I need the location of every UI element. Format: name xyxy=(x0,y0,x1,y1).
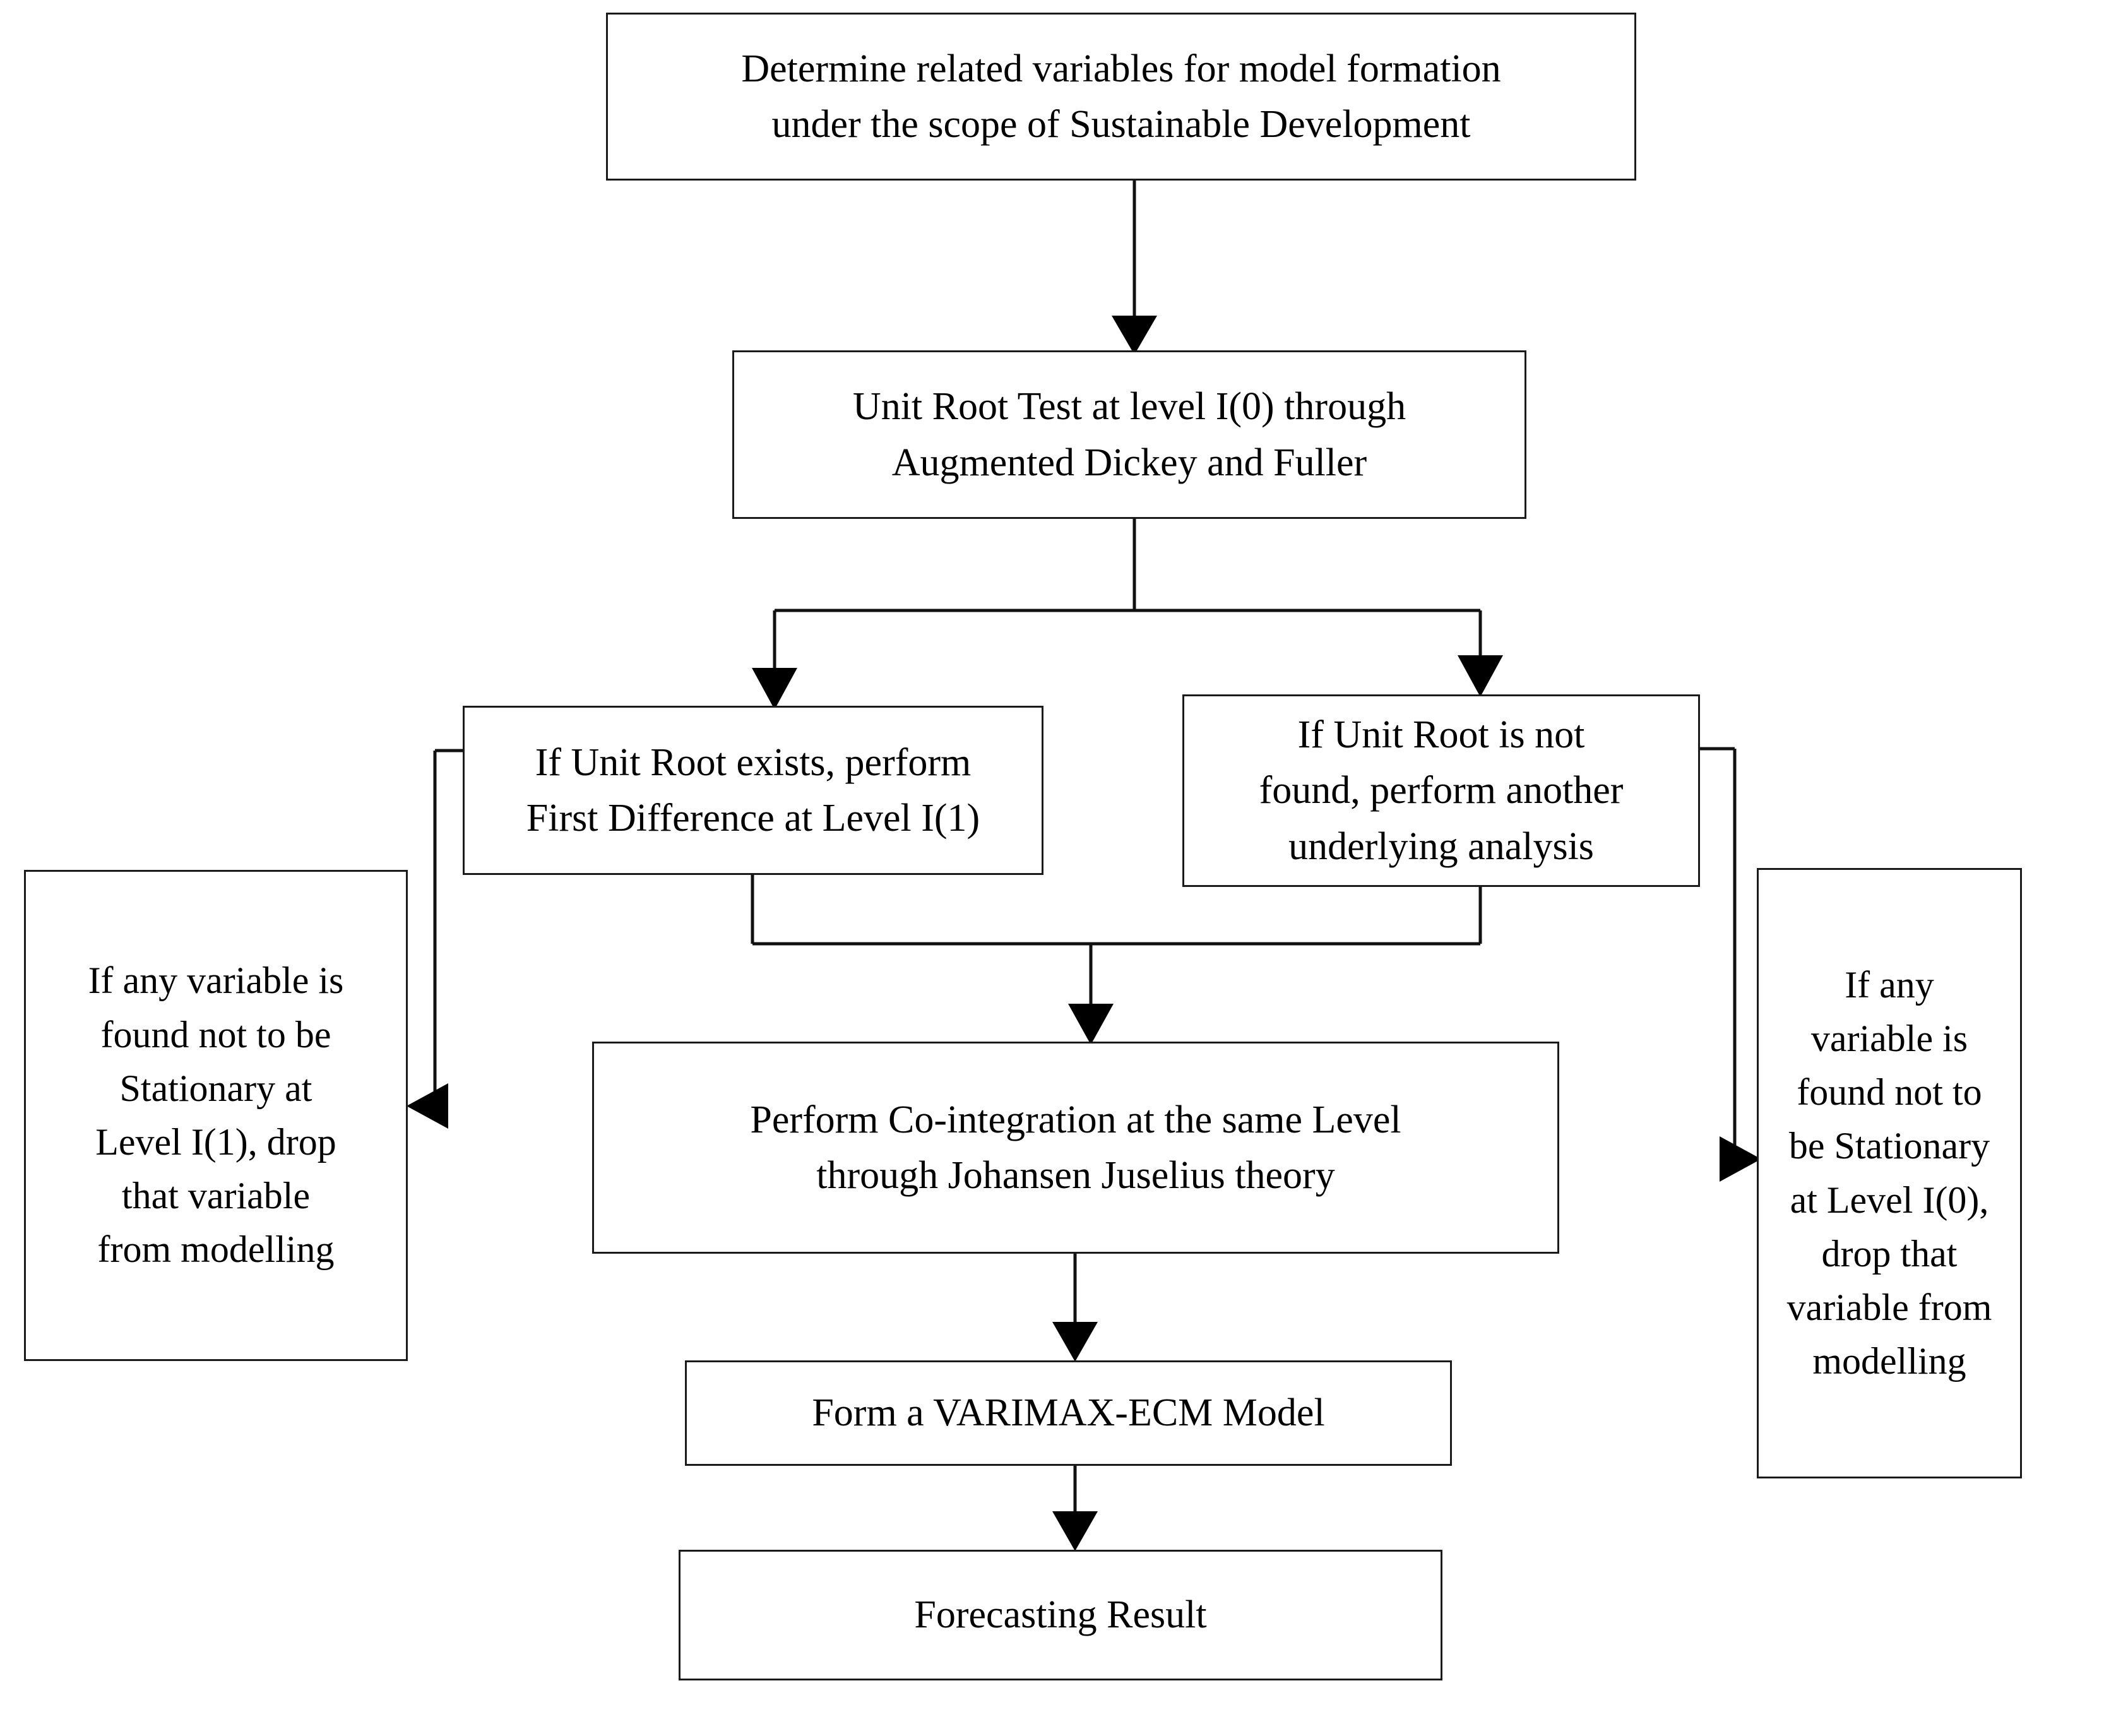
node-forecasting-result[interactable]: Forecasting Result xyxy=(679,1550,1442,1680)
edge-if-exists-to-drop-i1 xyxy=(407,749,463,1129)
node-drop-variable-level-i1-label: If any variable is found not to be Stati… xyxy=(88,960,344,1271)
node-forecasting-result-label: Forecasting Result xyxy=(914,1593,1207,1637)
edge-unit-root-split xyxy=(752,519,1503,710)
node-form-varimax-ecm-model[interactable]: Form a VARIMAX-ECM Model xyxy=(685,1360,1452,1466)
node-if-unit-root-exists-label: If Unit Root exists, perform First Diffe… xyxy=(526,740,980,840)
edge-varimax-to-forecast xyxy=(1052,1466,1098,1551)
node-unit-root-test-label: Unit Root Test at level I(0) through Aug… xyxy=(852,385,1406,484)
node-form-varimax-ecm-model-label: Form a VARIMAX-ECM Model xyxy=(812,1391,1325,1435)
node-unit-root-test[interactable]: Unit Root Test at level I(0) through Aug… xyxy=(732,350,1526,519)
node-determine-variables[interactable]: Determine related variables for model fo… xyxy=(606,13,1636,181)
edge-determine-to-unit-root xyxy=(1112,181,1157,355)
edge-cointegration-to-varimax xyxy=(1052,1254,1098,1362)
node-if-unit-root-not-found-label: If Unit Root is not found, perform anoth… xyxy=(1259,713,1624,868)
node-if-unit-root-not-found[interactable]: If Unit Root is not found, perform anoth… xyxy=(1182,694,1700,887)
node-drop-variable-level-i1[interactable]: If any variable is found not to be Stati… xyxy=(24,870,408,1361)
edge-if-not-found-to-drop-i0 xyxy=(1700,747,1761,1182)
node-if-unit-root-exists[interactable]: If Unit Root exists, perform First Diffe… xyxy=(463,706,1043,875)
edge-branches-merge-to-cointegration xyxy=(751,875,1482,1045)
node-drop-variable-level-i0-label: If any variable is found not to be Stati… xyxy=(1786,963,1992,1382)
node-perform-cointegration[interactable]: Perform Co-integration at the same Level… xyxy=(592,1042,1559,1254)
node-determine-variables-label: Determine related variables for model fo… xyxy=(741,47,1501,146)
node-drop-variable-level-i0[interactable]: If any variable is found not to be Stati… xyxy=(1757,868,2022,1478)
node-perform-cointegration-label: Perform Co-integration at the same Level… xyxy=(750,1098,1401,1197)
